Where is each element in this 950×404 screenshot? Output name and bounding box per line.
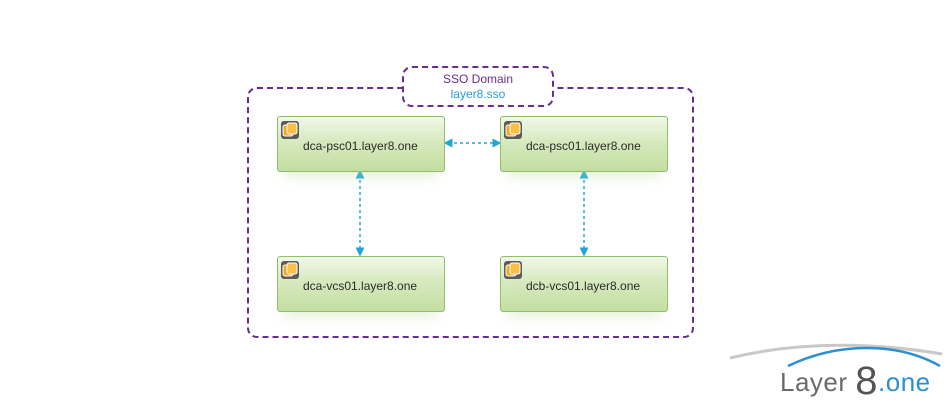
node-label: dca-psc01.layer8.one: [526, 139, 641, 153]
logo-swoosh-icon: [729, 343, 943, 368]
layer8-logo: Layer 8.one: [728, 336, 946, 403]
node-dca-psc01-left[interactable]: dca-psc01.layer8.one: [277, 116, 445, 172]
vmware-icon: [504, 261, 522, 279]
node-label: dca-vcs01.layer8.one: [303, 279, 418, 293]
logo-text: Layer 8.one: [780, 359, 931, 404]
node-label: dcb-vcs01.layer8.one: [526, 279, 641, 293]
node-dca-psc01-right[interactable]: dca-psc01.layer8.one: [500, 116, 668, 172]
logo-suffix: .one: [878, 367, 931, 397]
vmware-icon: [281, 261, 299, 279]
node-label: dca-psc01.layer8.one: [303, 139, 418, 153]
logo-number: 8: [855, 359, 879, 403]
vmware-icon: [504, 121, 522, 139]
sso-domain-title: SSO Domain: [442, 72, 514, 86]
node-dca-vcs01[interactable]: dca-vcs01.layer8.one: [277, 256, 445, 312]
node-dcb-vcs01[interactable]: dcb-vcs01.layer8.one: [500, 256, 668, 312]
vmware-icon: [281, 121, 299, 139]
logo-prefix: Layer: [780, 367, 856, 397]
sso-domain-name: layer8.sso: [450, 87, 506, 101]
sso-domain-label: SSO Domain layer8.sso: [402, 66, 554, 107]
